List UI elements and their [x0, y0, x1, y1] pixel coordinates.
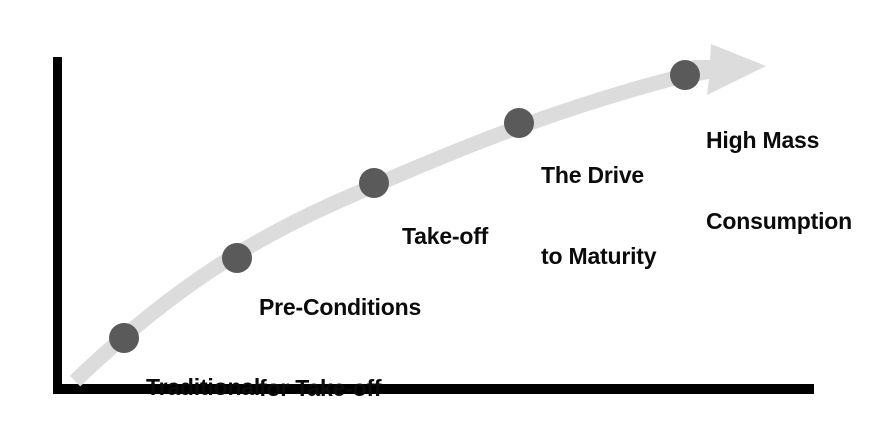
- stage-nodes: [109, 60, 700, 353]
- stage-label-line: High Mass: [706, 127, 820, 153]
- stage-label-high-mass-consumption: High Mass Consumption: [706, 73, 852, 289]
- stage-label-line: Traditional: [146, 374, 261, 400]
- stage-node-the-drive-to-maturity[interactable]: [504, 108, 534, 138]
- stage-node-high-mass-consumption[interactable]: [670, 60, 700, 90]
- stage-label-line: The Drive: [541, 162, 645, 188]
- stage-label-line: Take-off: [402, 223, 489, 249]
- stage-label-line: Pre-Conditions: [259, 294, 422, 320]
- y-axis: [53, 57, 62, 394]
- growth-arrow: [69, 44, 766, 387]
- stage-label-take-off: Take-off: [402, 169, 488, 304]
- stage-label-traditional-society: Traditional Society: [146, 320, 260, 446]
- growth-arrow-head: [692, 44, 766, 95]
- stage-label-the-drive-to-maturity: The Drive to Maturity: [541, 108, 657, 324]
- stage-label-line: for Take-off: [259, 375, 382, 401]
- stage-node-traditional-society[interactable]: [109, 323, 139, 353]
- stage-label-pre-conditions-for-take-off: Pre-Conditions for Take-off: [259, 240, 421, 446]
- growth-arrow-band: [69, 62, 709, 387]
- stage-node-pre-conditions-for-take-off[interactable]: [222, 243, 252, 273]
- stage-label-line: Consumption: [706, 208, 852, 234]
- stage-label-line: to Maturity: [541, 243, 657, 269]
- stage-node-take-off[interactable]: [359, 168, 389, 198]
- axes: [53, 57, 814, 394]
- x-axis: [53, 384, 814, 394]
